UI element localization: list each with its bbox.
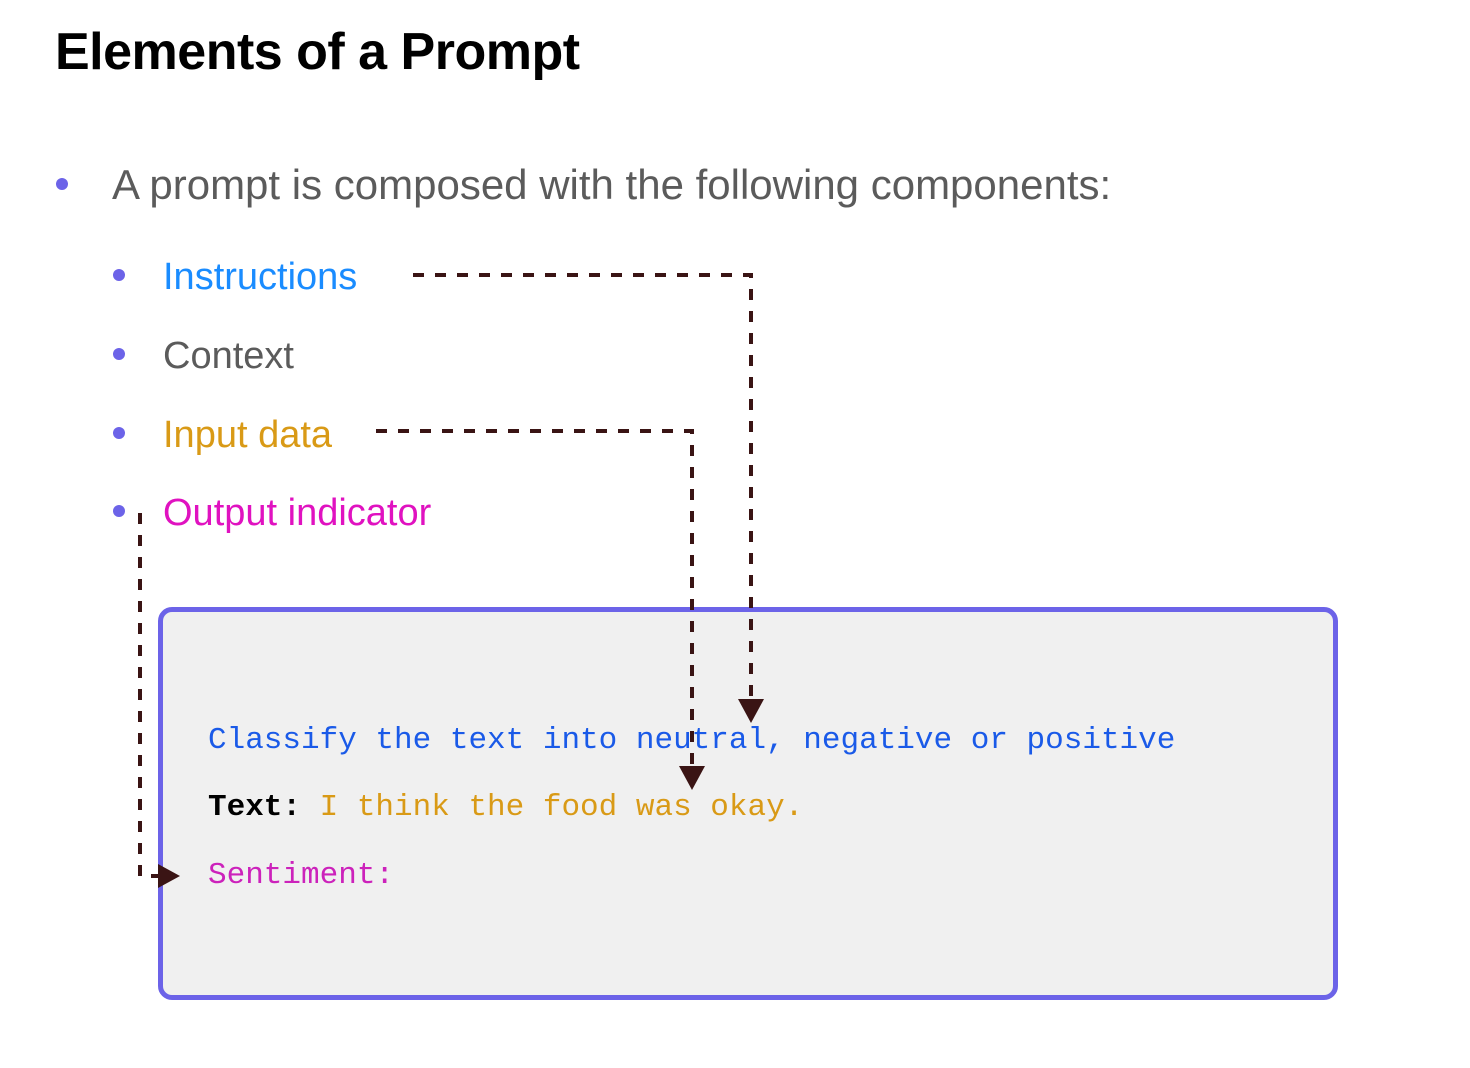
code-segment: Text: [208,790,302,825]
component-label-instructions: Instructions [163,256,358,298]
lead-bullet-row: A prompt is composed with the following … [56,164,1111,206]
component-row-output-indicator: Output indicator [113,494,431,532]
component-label-input-data: Input data [163,414,333,456]
code-segment: I think the food was okay. [301,790,804,825]
code-segment: Classify the text into neutral, negative… [208,723,1176,758]
bullet-dot-icon [56,178,68,190]
component-label-context: Context [163,335,294,377]
code-line-instructions-line: Classify the text into neutral, negative… [208,725,1175,756]
component-row-context: Context [113,337,294,375]
bullet-dot-icon [113,427,125,439]
code-segment: Sentiment: [208,858,395,893]
lead-bullet-label: A prompt is composed with the following … [112,161,1112,208]
page-title: Elements of a Prompt [55,23,580,81]
code-line-output-indicator-line: Sentiment: [208,860,394,891]
code-line-input-data-line: Text: I think the food was okay. [208,792,803,823]
bullet-dot-icon [113,269,125,281]
prompt-example-box: Classify the text into neutral, negative… [158,607,1338,1000]
component-label-output-indicator: Output indicator [163,492,432,534]
component-row-input-data: Input data [113,416,332,454]
bullet-dot-icon [113,505,125,517]
bullet-dot-icon [113,348,125,360]
component-row-instructions: Instructions [113,258,357,296]
